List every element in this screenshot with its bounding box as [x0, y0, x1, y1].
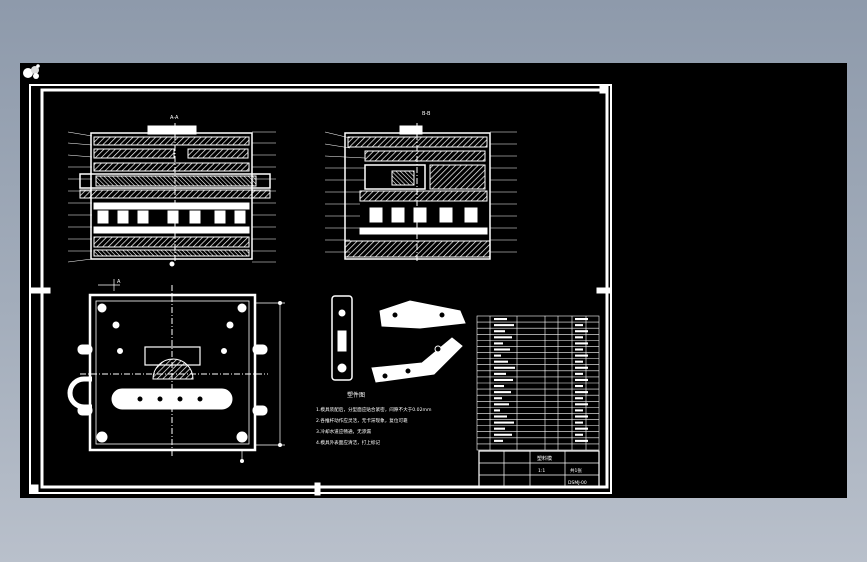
section-a-label: A-A [170, 115, 179, 121]
section-b-label: B-B [422, 111, 431, 117]
bom-cell-text [494, 318, 507, 321]
bom-cell-text [575, 360, 583, 363]
svg-text:4.模具外表面应清洁，打上标记: 4.模具外表面应清洁，打上标记 [316, 439, 381, 446]
title-sheet: 共1张 [570, 467, 582, 474]
section-view-a [67, 123, 276, 267]
bom-cell-text [494, 342, 503, 345]
bom-cell-text [494, 366, 515, 369]
bom-cell-text [494, 385, 504, 388]
bom-cell-text [494, 421, 514, 424]
svg-text:3.冷却水道应畅通，无渗漏: 3.冷却水道应畅通，无渗漏 [316, 428, 371, 435]
arrow-a-label: A [117, 279, 121, 285]
sheet-frame [29, 84, 612, 496]
bom-cell-text [575, 427, 588, 430]
bom-cell-text [575, 372, 583, 375]
bom-cell-text [575, 342, 588, 345]
bom-cell-text [575, 348, 583, 351]
title-block [478, 450, 600, 488]
bom-cell-text [494, 403, 509, 406]
bom-table [476, 315, 600, 451]
bom-cell-text [494, 360, 508, 363]
tech-requirements: 1.模具装配后，分型面应贴合紧密，间隙不大于0.02mm 2.各推杆动作应灵活，… [316, 406, 432, 446]
bom-cell-text [575, 330, 588, 333]
bom-cell-text [575, 403, 588, 406]
bom-cell-text [494, 348, 510, 351]
bom-cell-text [575, 433, 583, 436]
bom-cell-text [575, 439, 588, 442]
bom-cell-text [575, 324, 583, 327]
bom-cell-text [575, 385, 583, 388]
bom-cell-text [494, 378, 513, 381]
bom-cell-text [494, 397, 502, 400]
plan-view [67, 279, 285, 463]
part-drawings [331, 295, 466, 383]
bom-cell-text [494, 433, 512, 436]
bom-cell-text [575, 391, 588, 394]
bom-cell-text [575, 336, 583, 339]
bom-cell-text [494, 372, 506, 375]
title-part-name: 塑料模 [537, 455, 552, 462]
view-cube-icon[interactable] [20, 63, 42, 81]
svg-text:2.各推杆动作应灵活，无卡滞现象，复位可靠: 2.各推杆动作应灵活，无卡滞现象，复位可靠 [316, 417, 408, 424]
title-scale: 1:1 [538, 468, 545, 474]
cad-drawing: A-A B-B [29, 84, 612, 496]
title-drawing-no: DSMJ-00 [568, 480, 587, 486]
bom-cell-text [575, 397, 583, 400]
bom-cell-text [494, 439, 503, 442]
bom-cell-text [494, 427, 505, 430]
bom-cell-text [575, 366, 588, 369]
bom-cell-text [575, 318, 588, 321]
svg-text:1.模具装配后，分型面应贴合紧密，间隙不大于0.02mm: 1.模具装配后，分型面应贴合紧密，间隙不大于0.02mm [316, 406, 432, 413]
bom-cell-text [494, 415, 507, 418]
bom-cell-text [494, 354, 501, 357]
section-view-b [324, 123, 517, 263]
bom-cell-text [575, 378, 588, 381]
bom-cell-text [494, 324, 514, 327]
bom-cell-text [494, 330, 505, 333]
drawing-viewport[interactable]: A-A B-B [20, 63, 847, 498]
part-caption: 塑件图 [347, 391, 365, 399]
bom-cell-text [494, 336, 512, 339]
bom-cell-text [494, 409, 500, 412]
bom-cell-text [575, 415, 588, 418]
bom-cell-text [575, 354, 588, 357]
bom-cell-text [575, 409, 583, 412]
bom-cell-text [575, 421, 583, 424]
bom-cell-text [494, 391, 511, 394]
